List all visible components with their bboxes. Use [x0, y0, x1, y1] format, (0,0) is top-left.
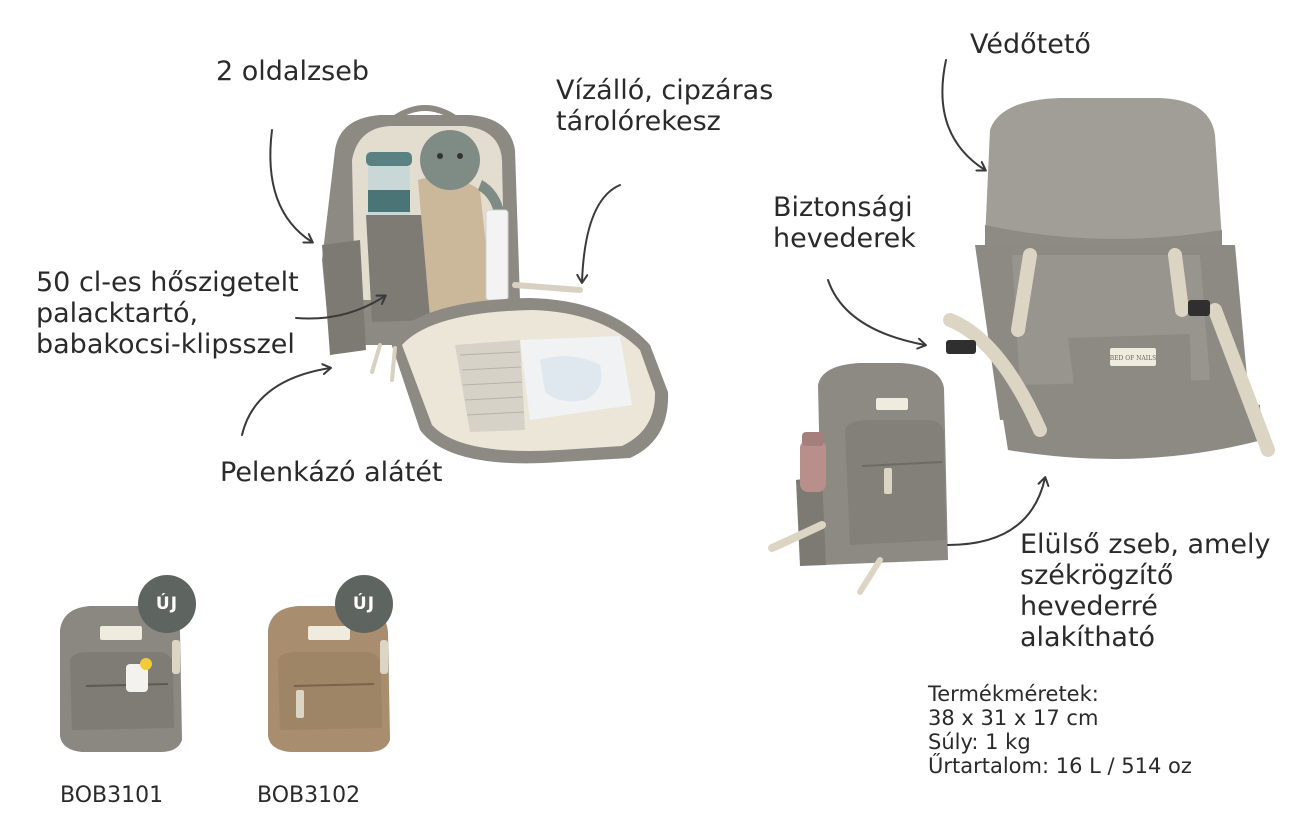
closed-backpack-illustration: [768, 363, 948, 595]
callout-front-pocket: Elülső zseb, amely székrögzítő hevederré…: [1020, 529, 1270, 653]
variant-bag-gray-illustration: [60, 606, 182, 752]
spec-line: Termékméretek:: [928, 682, 1099, 706]
svg-text:BED OF NAILS: BED OF NAILS: [1110, 355, 1157, 362]
curved-arrow-icon: [295, 294, 387, 320]
callout-line: Vízálló, cipzáras: [556, 75, 774, 106]
callout-line: székrögzítő: [1020, 560, 1174, 591]
spec-line: Űrtartalom: 16 L / 514 oz: [928, 754, 1192, 778]
callout-line: hevederek: [773, 223, 916, 254]
curved-arrow-icon: [269, 129, 314, 244]
spec-line: Súly: 1 kg: [928, 730, 1031, 754]
spec-line: 38 x 31 x 17 cm: [928, 706, 1099, 730]
curved-arrow-icon: [941, 59, 987, 172]
callout-canopy: Védőtető: [970, 29, 1091, 60]
callout-line: palacktartó,: [36, 298, 199, 329]
open-backpack-illustration: [322, 105, 669, 464]
callout-changing-mat: Pelenkázó alátét: [220, 457, 443, 488]
callout-line: babakocsi-klipsszel: [36, 329, 295, 360]
callout-line: Elülső zseb, amely: [1020, 529, 1271, 560]
curved-arrow-icon: [241, 363, 332, 436]
curved-arrow-icon: [576, 184, 621, 284]
callout-bottle-holder: 50 cl-es hőszigetelt palacktartó, babako…: [36, 267, 299, 360]
callout-line: 50 cl-es hőszigetelt: [36, 267, 299, 298]
callout-line: hevederré: [1020, 591, 1158, 622]
product-specs: Termékméretek: 38 x 31 x 17 cm Súly: 1 k…: [928, 682, 1192, 778]
callout-safety-straps: Biztonsági hevederek: [773, 192, 916, 254]
callout-line: tárolórekesz: [556, 106, 721, 137]
curved-arrow-icon: [827, 279, 927, 350]
callout-line: alakítható: [1020, 622, 1156, 653]
variant-sku: BOB3101: [60, 783, 164, 808]
callout-waterproof-compartment: Vízálló, cipzáras tárolórekesz: [556, 75, 773, 137]
new-badge: ÚJ: [335, 575, 393, 633]
callout-side-pockets: 2 oldalzseb: [216, 56, 369, 87]
variant-bag-beige-illustration: [268, 606, 390, 752]
new-badge: ÚJ: [138, 575, 196, 633]
seat-mode-backpack-illustration: BED OF NAILS: [943, 98, 1275, 459]
curved-arrow-icon: [947, 476, 1050, 546]
callout-line: Biztonsági: [773, 192, 913, 223]
variant-sku: BOB3102: [257, 783, 361, 808]
